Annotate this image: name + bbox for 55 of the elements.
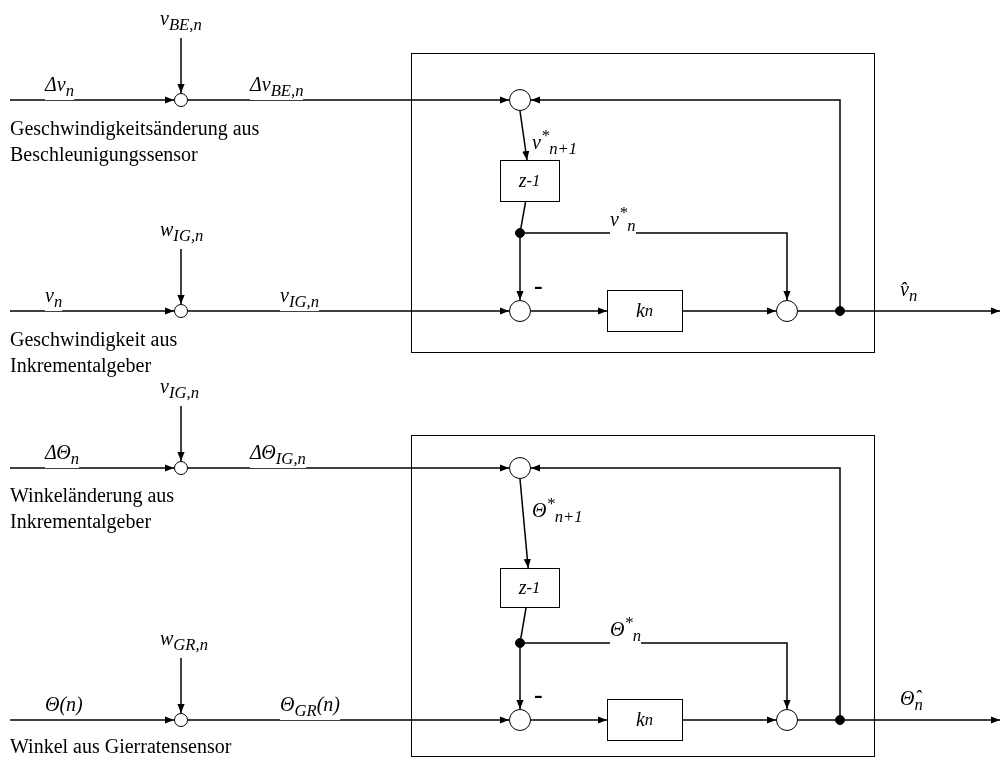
summing-junction: [508, 708, 531, 731]
summing-junction: [508, 88, 531, 111]
branch-point: [834, 714, 845, 725]
arrow: [530, 464, 841, 716]
arrow: [844, 307, 1001, 315]
summing-junction: [775, 708, 798, 731]
edge-label: Δv$_{n}$: [45, 74, 74, 100]
edge-label: Θ$_{GR}$(n): [280, 694, 340, 720]
arrow: [524, 232, 791, 301]
arrow: [177, 405, 185, 462]
arrow: [516, 237, 524, 301]
arrow: [187, 96, 510, 104]
arrow: [682, 716, 777, 724]
arrow: [516, 647, 524, 710]
arrow: [530, 307, 608, 315]
connector-line: [797, 310, 836, 312]
summing-junction: [174, 304, 188, 318]
arrow: [682, 307, 777, 315]
arrow: [844, 716, 1001, 724]
signal-description: Winkeländerung aus Inkrementalgeber: [10, 483, 176, 534]
arrow: [519, 110, 530, 161]
edge-label: ΔΘ$_{IG,n}$: [250, 442, 306, 468]
arrow: [524, 642, 791, 710]
summing-junction: [508, 299, 531, 322]
arrow: [9, 307, 175, 315]
arrow: [177, 657, 185, 714]
summing-junction: [775, 299, 798, 322]
edge-label: Θ(n): [45, 694, 83, 714]
arrow: [530, 96, 841, 307]
branch-point: [834, 305, 845, 316]
arrow: [187, 464, 510, 472]
frame-box: [411, 435, 875, 757]
signal-description: Winkel aus Gierratensensor: [10, 734, 233, 759]
branch-point: [514, 227, 525, 238]
arrow: [177, 248, 185, 305]
arrow: [9, 96, 175, 104]
connector-line: [797, 719, 836, 721]
summing-junction: [174, 93, 188, 107]
arrow: [187, 307, 510, 315]
arrow: [9, 464, 175, 472]
summing-junction: [508, 456, 531, 479]
arrow: [177, 37, 185, 94]
arrow: [519, 478, 531, 569]
connector-line: [520, 201, 527, 229]
edge-label: ΔΘ$_{n}$: [45, 442, 80, 468]
summing-junction: [174, 713, 188, 727]
arrow: [187, 716, 510, 724]
signal-description: Geschwindigkeitsänderung aus Beschleunigungssensor: [10, 116, 261, 167]
frame-box: [411, 53, 875, 353]
connector-line: [520, 607, 527, 639]
branch-point: [514, 637, 525, 648]
edge-label: Δv$_{BE,n}$: [250, 74, 304, 100]
arrow: [530, 716, 608, 724]
summing-junction: [174, 461, 188, 475]
arrow: [9, 716, 175, 724]
